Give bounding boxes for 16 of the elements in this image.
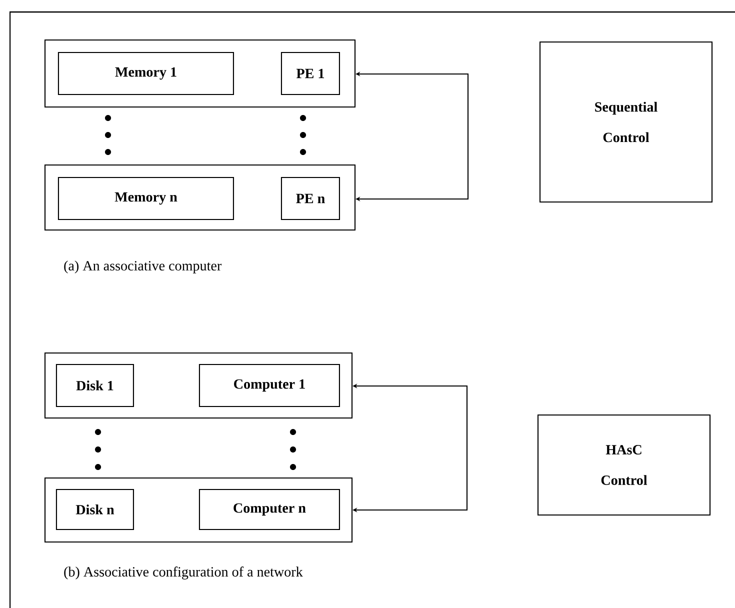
row-box (44, 39, 356, 108)
row-box (44, 477, 353, 543)
control-box: HAsC Control (537, 414, 711, 516)
caption: (a) An associative computer (64, 260, 222, 274)
caption: (b) Associative configuration of a network (64, 566, 303, 580)
unit-box: Memory n (58, 176, 234, 220)
unit-box: PE 1 (280, 52, 340, 95)
unit-box: Memory 1 (58, 52, 234, 95)
row-box (44, 352, 353, 419)
unit-box: Disk 1 (56, 364, 134, 407)
unit-box: PE n (280, 176, 340, 220)
row-box (44, 164, 356, 231)
unit-box: Computer 1 (198, 364, 340, 407)
control-box: Sequential Control (539, 41, 713, 203)
unit-box: Disk n (56, 488, 134, 530)
unit-box: Computer n (198, 488, 340, 530)
